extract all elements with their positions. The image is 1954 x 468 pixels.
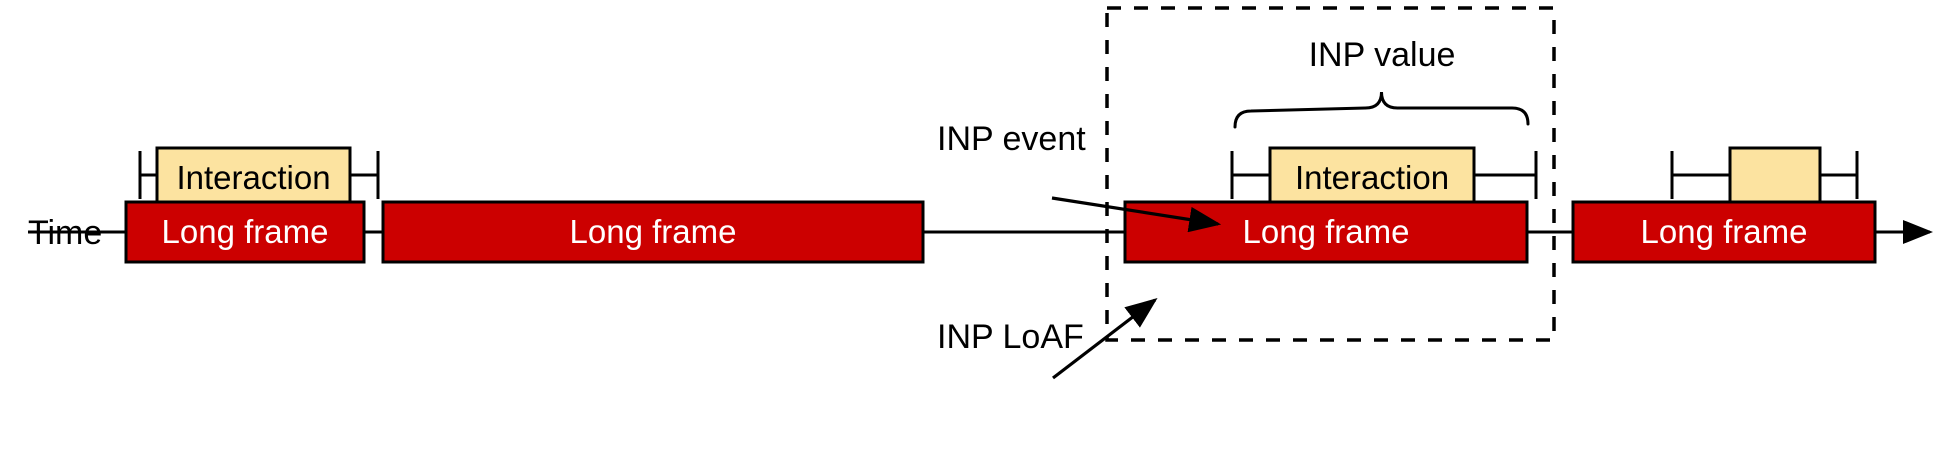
- inp-loaf-arrow: [1052, 298, 1158, 380]
- long-frame-4[interactable]: Long frame: [1571, 200, 1877, 264]
- interaction-2-group[interactable]: Interaction: [1230, 146, 1538, 204]
- inp-event-arrow: [1051, 196, 1222, 233]
- interaction-label: Interaction: [176, 159, 330, 196]
- inp-value-label: INP value: [1309, 36, 1456, 74]
- long-frame-2[interactable]: Long frame: [381, 200, 925, 264]
- inp-value-brace: [1233, 91, 1530, 129]
- interaction-3-group[interactable]: [1670, 146, 1859, 204]
- time-axis-label: Time: [28, 214, 102, 252]
- long-frame-3-inp-loaf[interactable]: Long frame: [1123, 200, 1529, 264]
- inp-event-label: INP event: [937, 120, 1086, 158]
- interaction-1-group[interactable]: Interaction: [138, 146, 380, 204]
- long-frames-group: Long frame Long frame Long frame Long fr…: [124, 200, 1877, 264]
- long-frame-label: Long frame: [1243, 213, 1410, 250]
- long-frame-label: Long frame: [162, 213, 329, 250]
- inp-highlight-region: [1105, 6, 1556, 342]
- long-frame-label: Long frame: [1641, 213, 1808, 250]
- inp-loaf-label: INP LoAF: [937, 318, 1084, 356]
- long-frame-label: Long frame: [570, 213, 737, 250]
- long-frame-1[interactable]: Long frame: [124, 200, 366, 264]
- interaction-label: Interaction: [1295, 159, 1449, 196]
